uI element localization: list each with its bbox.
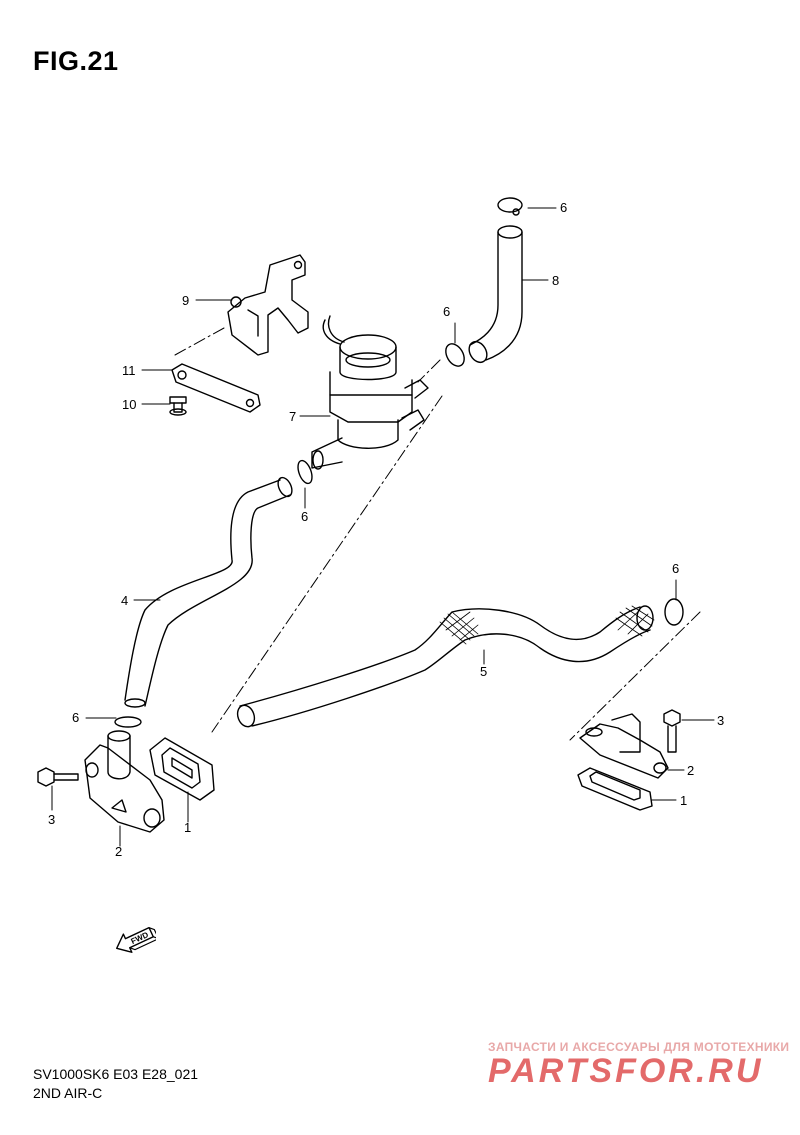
gasket-1-right <box>577 767 653 811</box>
callout-10: 10 <box>122 397 136 412</box>
cover-2-left <box>84 730 165 833</box>
clamp-6-left <box>297 459 313 485</box>
hose-4 <box>124 476 293 708</box>
air-valve-7 <box>311 315 429 470</box>
callout-9: 9 <box>182 293 189 308</box>
callout-6-top: 6 <box>560 200 567 215</box>
hose-8 <box>468 225 523 364</box>
callout-1-right: 1 <box>680 793 687 808</box>
fwd-arrow-icon: FWD <box>112 918 161 963</box>
callout-6-right: 6 <box>672 561 679 576</box>
gasket-1-left <box>149 737 215 801</box>
callout-7: 7 <box>289 409 296 424</box>
callout-4: 4 <box>121 593 128 608</box>
callout-8: 8 <box>552 273 559 288</box>
bolt-3-left <box>37 767 79 787</box>
clamp-6-mid <box>445 343 465 367</box>
bracket-9 <box>227 254 309 356</box>
diagram-code: SV1000SK6 E03 E28_021 <box>33 1066 199 1082</box>
clamp-6-low <box>114 716 142 728</box>
plate-11 <box>171 363 261 413</box>
cover-2-right <box>579 713 669 779</box>
callout-6-mid: 6 <box>443 304 450 319</box>
hose-5 <box>236 605 655 728</box>
callout-6-left: 6 <box>301 509 308 524</box>
callout-1-left: 1 <box>184 820 191 835</box>
figure-title: FIG.21 <box>33 46 119 76</box>
callout-5: 5 <box>480 664 487 679</box>
section-name: 2ND AIR-C <box>33 1085 103 1101</box>
bolt-10 <box>169 396 187 416</box>
bolt-3-right <box>663 709 681 753</box>
watermark-tagline: ЗАПЧАСТИ И АКСЕССУАРЫ ДЛЯ МОТОТЕХНИКИ <box>488 1040 790 1054</box>
callout-11: 11 <box>122 363 136 378</box>
callout-6-low: 6 <box>72 710 79 725</box>
clamp-6-top <box>497 197 523 216</box>
callout-3-right: 3 <box>717 713 724 728</box>
callout-2-right: 2 <box>687 763 694 778</box>
watermark-logo: PARTSFOR.RU <box>488 1052 764 1090</box>
callout-2-left: 2 <box>115 844 122 859</box>
callout-3-left: 3 <box>48 812 55 827</box>
clamp-6-right <box>664 598 684 626</box>
